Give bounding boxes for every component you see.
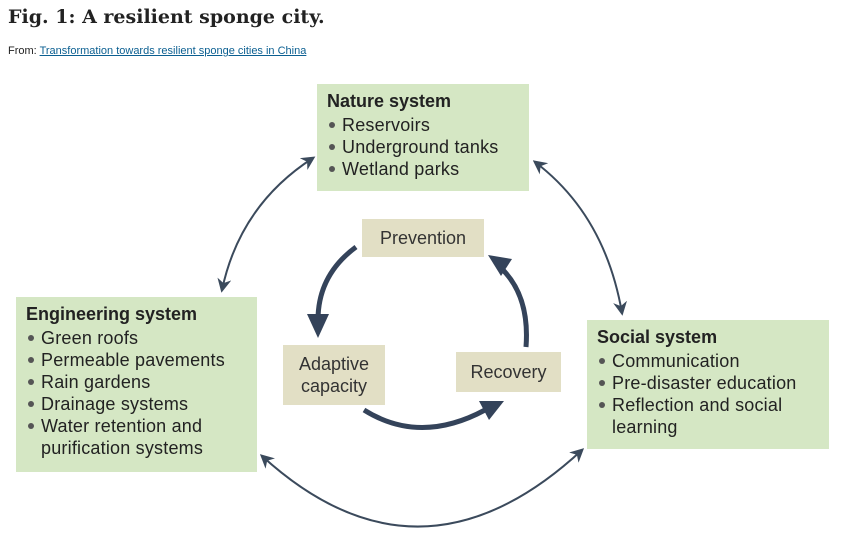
social-system-title: Social system — [597, 327, 718, 347]
nature-item: Wetland parks — [327, 158, 519, 180]
engineering-item: Permeable pavements — [26, 349, 247, 371]
arrow-adaptive-recovery — [362, 407, 487, 430]
engineering-item: Green roofs — [26, 327, 247, 349]
arrow-nature-social — [532, 160, 627, 316]
figure-title: Fig. 1: A resilient sponge city. — [8, 6, 325, 28]
adaptive-capacity-stage: Adaptive capacity — [283, 345, 385, 405]
source-prefix: From: — [8, 45, 40, 57]
arrow-engineering-nature — [217, 156, 316, 293]
arrow-recovery-prevention-head — [488, 255, 512, 276]
source-link[interactable]: Transformation towards resilient sponge … — [39, 45, 307, 57]
engineering-item: Rain gardens — [26, 371, 247, 393]
arrow-recovery-prevention — [498, 265, 529, 348]
arrow-adaptive-recovery-head — [479, 401, 504, 420]
engineering-item: Drainage systems — [26, 393, 247, 415]
nature-system-box: Nature system Reservoirs Underground tan… — [317, 84, 529, 191]
engineering-item: Water retention and purification systems — [26, 415, 247, 459]
social-item: Communication — [597, 350, 819, 372]
recovery-stage: Recovery — [456, 352, 561, 392]
social-item: Reflection and social learning — [597, 394, 819, 438]
arrow-engineering-social — [259, 448, 585, 528]
social-system-box: Social system Communication Pre-disaster… — [587, 320, 829, 449]
source-line: From: Transformation towards resilient s… — [8, 45, 306, 57]
social-item: Pre-disaster education — [597, 372, 819, 394]
nature-item: Reservoirs — [327, 114, 519, 136]
arrow-prevention-adaptive-head — [307, 314, 329, 338]
nature-item: Underground tanks — [327, 136, 519, 158]
engineering-system-box: Engineering system Green roofs Permeable… — [16, 297, 257, 472]
arrow-prevention-adaptive — [315, 244, 358, 321]
nature-system-title: Nature system — [327, 91, 452, 111]
engineering-system-title: Engineering system — [26, 304, 198, 324]
prevention-stage: Prevention — [362, 219, 484, 257]
